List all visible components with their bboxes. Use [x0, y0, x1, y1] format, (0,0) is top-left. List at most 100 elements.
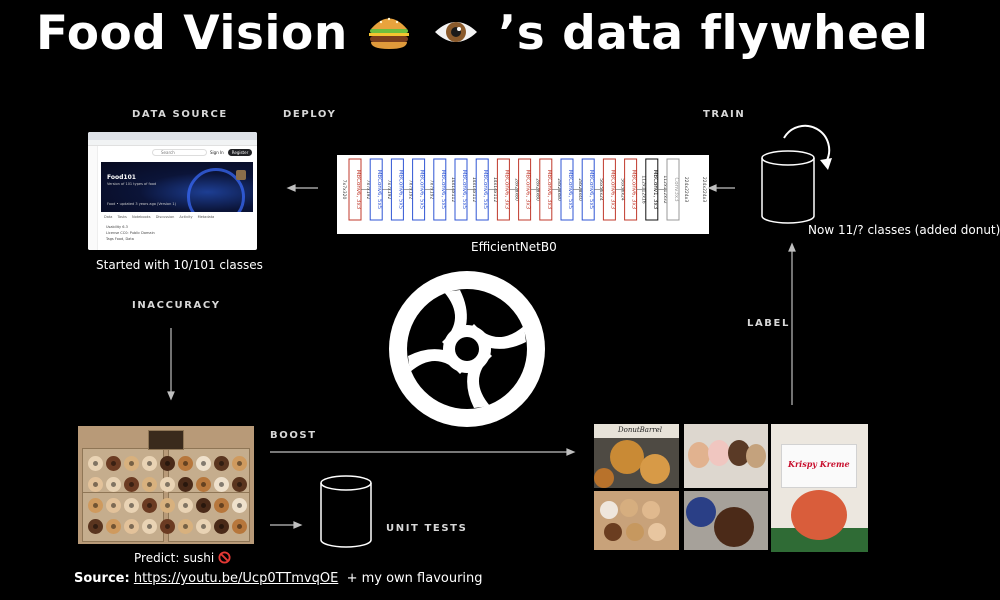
donut [196, 519, 211, 534]
predict-text: Predict: sushi [134, 551, 215, 565]
deploy-label: DEPLOY [283, 109, 337, 120]
model-block-label: MBConv1, 3x3 [652, 170, 658, 210]
collage-donut [610, 440, 644, 474]
source-line: Source: https://youtu.be/Ucp0TTmvqOE + m… [74, 571, 483, 586]
donut [214, 519, 229, 534]
data-source-label: DATA SOURCE [132, 109, 228, 120]
collage-donut [688, 442, 710, 468]
donut [142, 477, 157, 492]
collage-photo: DonutBarrel [594, 424, 679, 488]
donut [88, 519, 103, 534]
data-source-caption: Started with 10/101 classes [96, 258, 263, 272]
collage-donut [620, 499, 638, 517]
unit-tests-cylinder-icon [320, 475, 372, 548]
source-link[interactable]: https://youtu.be/Ucp0TTmvqOE [133, 571, 339, 586]
donut [160, 477, 175, 492]
donut [232, 456, 247, 471]
model-block-label: MBConv6, 3x3 [355, 170, 361, 210]
donut [232, 477, 247, 492]
donut [88, 456, 103, 471]
collage-photo [684, 424, 768, 488]
donut [196, 477, 211, 492]
collage-photo [684, 491, 768, 550]
donut [142, 498, 157, 513]
train-arrow-head [707, 184, 717, 192]
model-block-label: MBConv6, 3x3 [631, 170, 637, 210]
dataset-tabs: Data Tasks Notebooks Discussion Activity… [104, 215, 215, 219]
eye-icon [432, 9, 480, 64]
model-block [539, 158, 553, 221]
source-suffix: + my own flavouring [346, 571, 483, 586]
collage-donut [626, 523, 644, 541]
model-block [624, 158, 638, 221]
donut [124, 477, 139, 492]
dataset-subtitle: Version of 101 types of food [107, 182, 157, 186]
krispy-bag-text: Krispy Kreme [788, 459, 850, 469]
donut [160, 456, 175, 471]
donut [214, 477, 229, 492]
model-block-label: MBConv6, 5x5 [461, 170, 467, 210]
predict-caption: Predict: sushi [134, 551, 231, 565]
model-input-dims: 224x224x3 [701, 177, 707, 203]
boost-arrow-head [566, 448, 576, 456]
model-block-label: Conv3x3 [673, 177, 679, 202]
model-block-label: MBConv6, 5x5 [419, 170, 425, 210]
donut [232, 498, 247, 513]
donut [214, 456, 229, 471]
donut [178, 498, 193, 513]
model-block-dims: 224x224x3 [683, 177, 689, 203]
label-label: LABEL [747, 318, 790, 329]
donut [160, 498, 175, 513]
inaccuracy-arrow-head [167, 391, 175, 401]
browser-urlbar [88, 140, 257, 146]
model-caption: EfficientNetB0 [471, 240, 557, 254]
collage-donut [600, 501, 618, 519]
flywheel-icon [389, 271, 545, 427]
collage-donut [604, 523, 622, 541]
collage-donut [594, 468, 614, 488]
donut [106, 498, 121, 513]
title-prefix: Food Vision [36, 6, 348, 61]
model-block-label: MBConv6, 3x3 [503, 170, 509, 210]
inference-photo [78, 426, 254, 544]
donut [142, 519, 157, 534]
collage-donut [648, 523, 666, 541]
collage-donut [642, 501, 660, 519]
donut [124, 519, 139, 534]
no-entry-icon [218, 551, 231, 564]
model-block-label: MBConv6, 5x5 [567, 170, 573, 210]
collage-donut [746, 444, 766, 468]
donut [106, 456, 121, 471]
dataset-banner: Food101 Version of 101 types of food Foo… [101, 162, 253, 212]
burger-icon [367, 9, 411, 64]
title-suffix: ’s data flywheel [498, 6, 929, 61]
collage-photo [594, 491, 679, 550]
meta-line: License CC0: Public Domain [106, 231, 155, 235]
collage-donut [714, 507, 754, 547]
donut [196, 498, 211, 513]
unit-tests-arrow-head [293, 521, 303, 529]
krispy-bag: Krispy Kreme [781, 444, 857, 488]
collage-sign-text: DonutBarrel [618, 426, 663, 434]
inaccuracy-label: INACCURACY [132, 300, 221, 311]
banner-ring [187, 168, 245, 212]
collage-donut [686, 497, 716, 527]
donut [196, 456, 211, 471]
browser-sidebar [88, 146, 98, 250]
browser-search-input: Search [152, 149, 207, 156]
browser-sign-in: Sign In [210, 150, 224, 155]
collage-donut [640, 454, 670, 484]
donut [106, 519, 121, 534]
dataset-meta: Food • updated 3 years ago (Version 1) [107, 202, 176, 206]
donut [142, 456, 157, 471]
donut [88, 498, 103, 513]
model-block [390, 158, 404, 221]
model-block-label: MBConv6, 5x5 [482, 170, 488, 210]
donut [178, 477, 193, 492]
model-block-label: MBConv6, 5x5 [397, 170, 403, 210]
dataset-thumbnail [236, 170, 246, 180]
model-block-label: MBConv6, 3x3 [525, 170, 531, 210]
